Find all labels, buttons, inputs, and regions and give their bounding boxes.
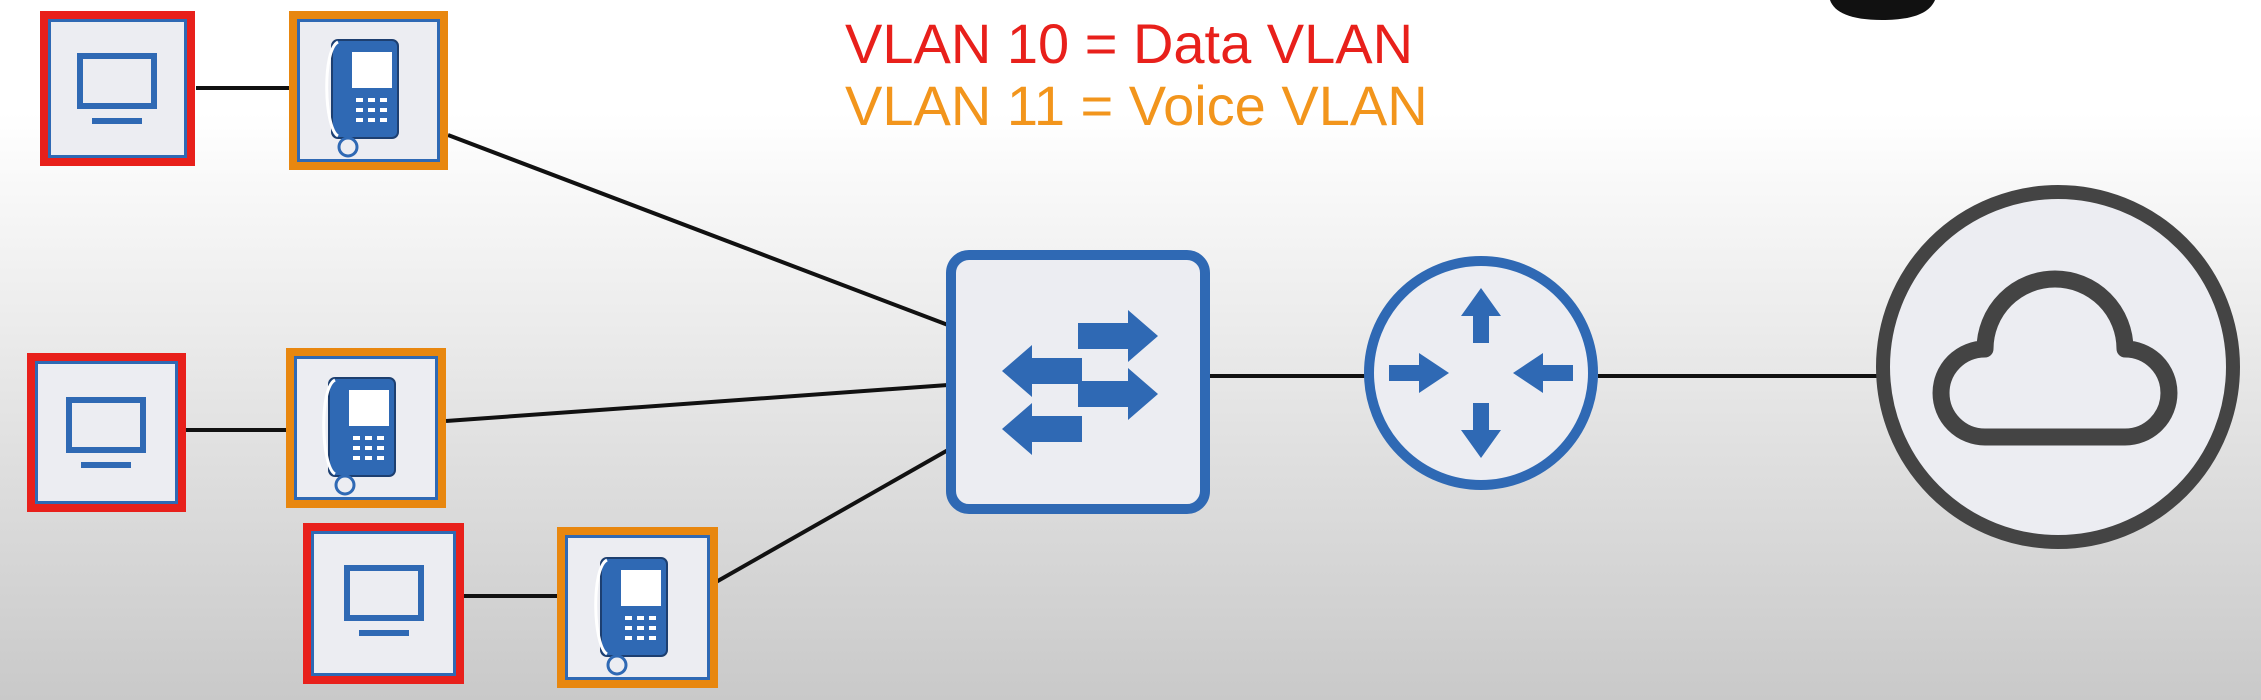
internet[interactable] <box>1876 185 2240 549</box>
ip-phone-3[interactable] <box>557 527 718 688</box>
legend-voice-vlan: VLAN 11 = Voice VLAN <box>845 74 1428 137</box>
pc-2[interactable] <box>27 353 186 512</box>
link-phone1-switch <box>447 133 949 327</box>
ip-phone-2[interactable] <box>286 348 446 508</box>
switch[interactable] <box>946 250 1210 514</box>
link-phone3-switch <box>715 448 949 584</box>
router-icon <box>1389 288 1573 458</box>
ip-phone-icon <box>322 376 397 496</box>
decorative-blob <box>1830 0 1935 20</box>
cloud-icon <box>1932 270 2178 446</box>
switch-icon <box>1002 310 1158 455</box>
pc-1[interactable] <box>40 11 195 166</box>
ip-phone-1[interactable] <box>289 11 448 170</box>
ip-phone-icon <box>594 556 669 676</box>
link-phone2-switch <box>445 383 949 423</box>
router[interactable] <box>1364 256 1598 490</box>
legend-data-vlan: VLAN 10 = Data VLAN <box>845 12 1414 75</box>
pc-3[interactable] <box>303 523 464 684</box>
ip-phone-icon <box>325 38 400 158</box>
links <box>186 86 1878 598</box>
